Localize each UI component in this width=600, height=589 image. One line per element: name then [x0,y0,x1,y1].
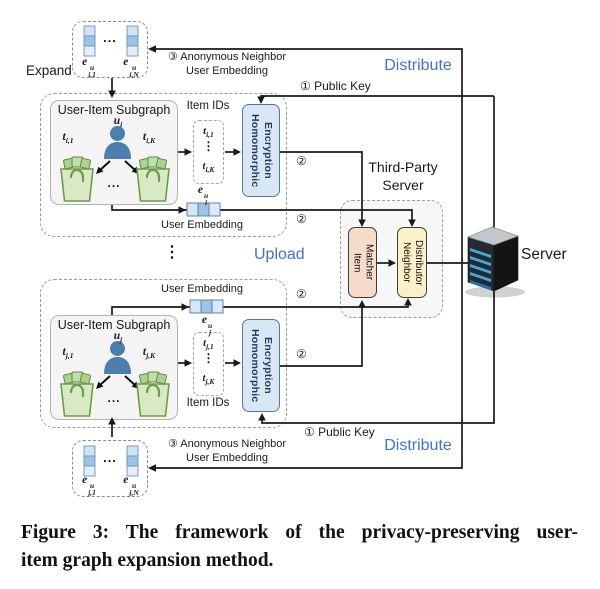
id-tjK: tj,K [202,373,215,386]
homomorphic-encryption-box-top: Homomorphic Encryption [242,104,280,197]
user-embedding-label-bottom: User Embedding [161,283,243,295]
anonymous-neighbor-line1-bottom: ③ Anonymous Neighbor [167,438,287,450]
step2-bottom-b: ② [296,347,307,361]
diagram-graphics [59,25,525,477]
step2-top-b: ② [296,212,307,226]
homomorphic-encryption-label-bottom: Homomorphic Encryption [249,328,274,403]
step2-bottom-a: ② [296,287,307,301]
vdots-ids-bottom: ⋮ [202,351,215,365]
ellipsis-expanded-bottom: ... [103,450,117,465]
ellipsis-items-bottom: ... [107,391,121,405]
item-ti1-label: ti,1 [62,131,74,145]
item-ids-box-top [193,120,224,184]
item-tj1-label: tj,1 [62,346,74,360]
item-ids-title-bottom: Item IDs [186,397,230,409]
distribute-label-top: Distribute [384,57,452,74]
third-party-server-title: Third-Party Server [368,159,438,193]
id-tj1: tj,1 [203,338,214,351]
server-icon [465,226,525,298]
subgraph-title-top: User-Item Subgraph [57,103,171,117]
user-embedding-label-top: User Embedding [161,219,243,231]
item-matcher-label: Item Matcher [351,244,375,281]
public-key-label-bottom: ① Public Key [304,425,375,439]
anonymous-neighbor-line1-top: ③ Anonymous Neighbor [167,51,287,63]
public-key-label-top: ① Public Key [300,79,371,93]
caption-line2: item graph expansion method. [21,550,274,571]
neighbor-distributor-box: Neighbor Distributor [397,227,427,298]
server-label: Server [521,246,567,263]
id-ti1: ti,1 [203,126,214,139]
vdots-ids-top: ⋮ [202,139,215,153]
user-ui-label: ui [113,115,123,129]
upload-label: Upload [254,246,305,263]
distribute-label-bottom: Distribute [384,437,452,454]
item-ids-title-top: Item IDs [186,100,230,112]
step2-top-a: ② [296,154,307,168]
user-uj-label: uj [113,330,123,344]
item-tiK-label: ti,K [142,131,156,145]
ellipsis-expanded-top: ... [103,30,117,45]
caption-line1: Figure 3: The framework of the privacy-p… [21,522,578,543]
expand-label: Expand [26,63,72,78]
client-group-bottom [40,279,287,428]
arrowheads [108,45,416,472]
anonymous-neighbor-label-bottom: ③ Anonymous Neighbor User Embedding [152,438,302,465]
item-tjK-label: tj,K [142,346,156,360]
figure-caption: Figure 3: The framework of the privacy-p… [21,519,578,575]
homomorphic-encryption-box-bottom: Homomorphic Encryption [242,319,280,412]
client-group-top [40,93,287,237]
subgraph-title-bottom: User-Item Subgraph [57,318,171,332]
anonymous-neighbor-line2-bottom: User Embedding [186,451,268,464]
anonymous-neighbor-label-top: ③ Anonymous Neighbor User Embedding [152,51,302,78]
anonymous-neighbor-line2-top: User Embedding [186,64,268,77]
id-tiK: ti,K [202,161,215,174]
item-ids-box-bottom [193,332,224,396]
neighbor-distributor-label: Neighbor Distributor [401,239,424,286]
item-matcher-box: Item Matcher [348,227,377,298]
homomorphic-encryption-label-top: Homomorphic Encryption [249,113,274,188]
ellipsis-items-top: ... [107,176,121,190]
vdots-clients: ⋮ [164,244,180,261]
